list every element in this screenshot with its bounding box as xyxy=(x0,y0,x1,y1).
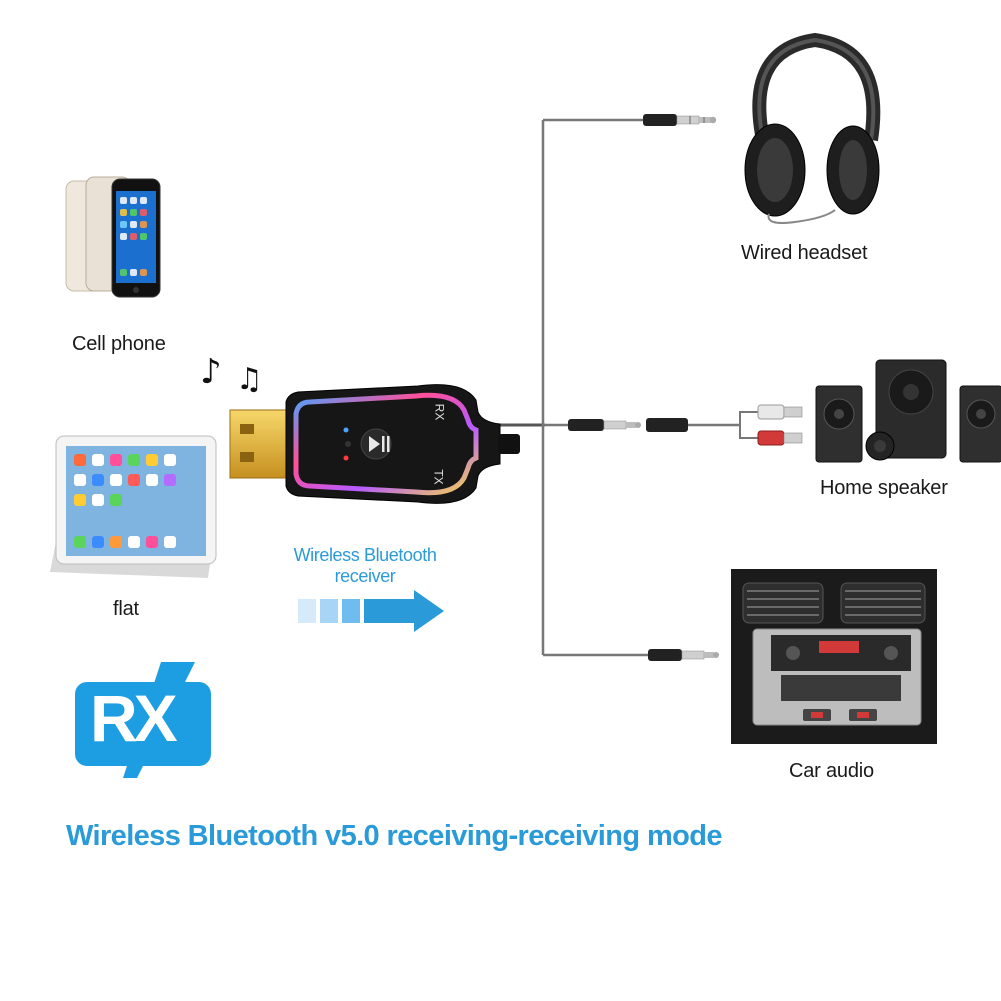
cell-phone-label: Cell phone xyxy=(72,333,166,355)
wired-headset-label: Wired headset xyxy=(741,242,868,264)
receiver-caption: Wireless Bluetooth receiver xyxy=(280,545,450,587)
arrow-right-icon xyxy=(298,590,444,632)
adapter-tx-label: TX xyxy=(431,469,446,485)
home-speaker-label: Home speaker xyxy=(820,477,948,499)
rx-badge-text: RX xyxy=(90,681,178,755)
car-audio-image xyxy=(731,569,937,744)
rca-plug-red xyxy=(757,430,803,446)
audio-jack-headset xyxy=(643,114,717,126)
bluetooth-adapter-image xyxy=(229,384,520,504)
music-note-icon: ♪ xyxy=(200,352,222,392)
tablet-image xyxy=(50,435,217,578)
adapter-rx-label: RX xyxy=(432,403,447,421)
cell-phone-image xyxy=(65,176,161,298)
car-audio-label: Car audio xyxy=(789,760,874,782)
mode-title: Wireless Bluetooth v5.0 receiving-receiv… xyxy=(66,820,722,852)
audio-jack-car xyxy=(648,649,719,661)
receiver-caption-line1: Wireless Bluetooth xyxy=(293,545,437,565)
headphones-image xyxy=(744,32,881,224)
tablet-label: flat xyxy=(113,598,139,620)
rx-badge-icon xyxy=(75,662,211,778)
audio-jack-speaker xyxy=(568,411,760,439)
home-speaker-image xyxy=(815,359,1001,463)
receiver-caption-line2: receiver xyxy=(334,566,396,586)
music-note-icon: ♫ xyxy=(236,362,263,397)
rca-plug-white xyxy=(757,404,803,420)
